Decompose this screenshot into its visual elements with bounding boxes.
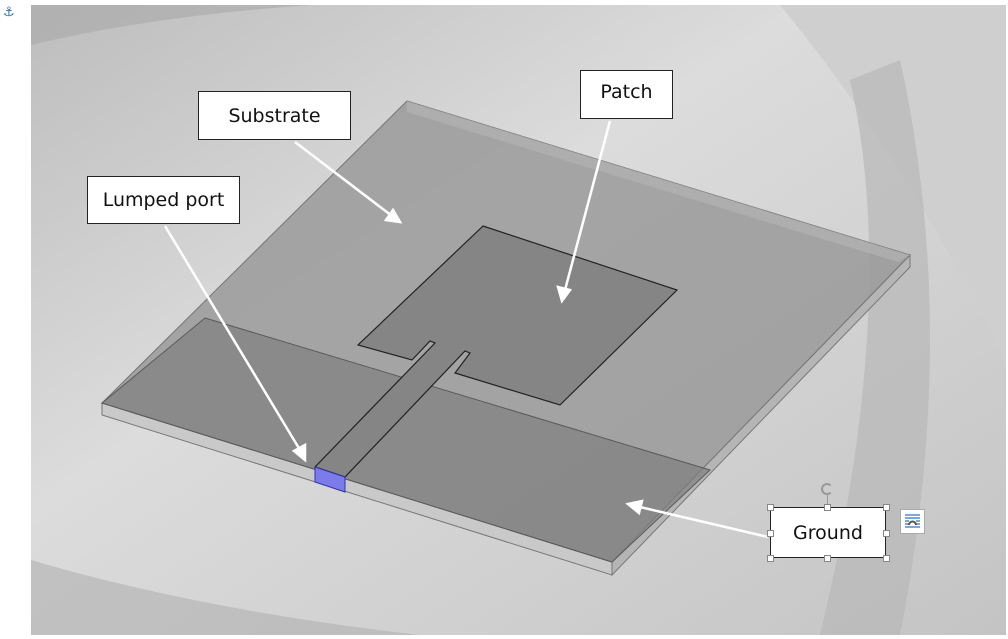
background-arc <box>31 560 420 635</box>
rotate-handle[interactable] <box>821 483 833 495</box>
resize-handle[interactable] <box>767 504 774 511</box>
lumped-port <box>314 466 346 493</box>
resize-handle[interactable] <box>767 530 774 537</box>
rotate-handle-stem <box>827 495 828 505</box>
resize-handle[interactable] <box>883 504 890 511</box>
patch-label[interactable]: Patch <box>580 70 673 119</box>
resize-handle[interactable] <box>883 555 890 562</box>
ground-label-text: Ground <box>793 521 863 544</box>
ground-plane <box>100 317 711 563</box>
layout-options-button[interactable] <box>900 509 925 534</box>
background-arc <box>780 5 1006 360</box>
resize-handle[interactable] <box>824 555 831 562</box>
resize-handle[interactable] <box>883 530 890 537</box>
antenna-figure-image[interactable] <box>31 5 1006 635</box>
resize-handle[interactable] <box>767 555 774 562</box>
lumped-port-label-text: Lumped port <box>102 189 225 211</box>
background-arc <box>31 5 780 45</box>
callout-arrows <box>163 120 769 539</box>
background-band <box>820 60 930 635</box>
ground-label[interactable]: Ground <box>770 507 886 558</box>
patch-label-text: Patch <box>600 81 653 103</box>
substrate-label[interactable]: Substrate <box>198 91 351 140</box>
anchor-icon[interactable]: ⚓ <box>3 5 15 20</box>
resize-handle[interactable] <box>824 504 831 511</box>
layout-options-icon <box>905 514 920 528</box>
substrate-label-text: Substrate <box>228 104 321 127</box>
lumped-port-label[interactable]: Lumped port <box>87 176 240 224</box>
substrate-back-edge <box>407 101 910 262</box>
